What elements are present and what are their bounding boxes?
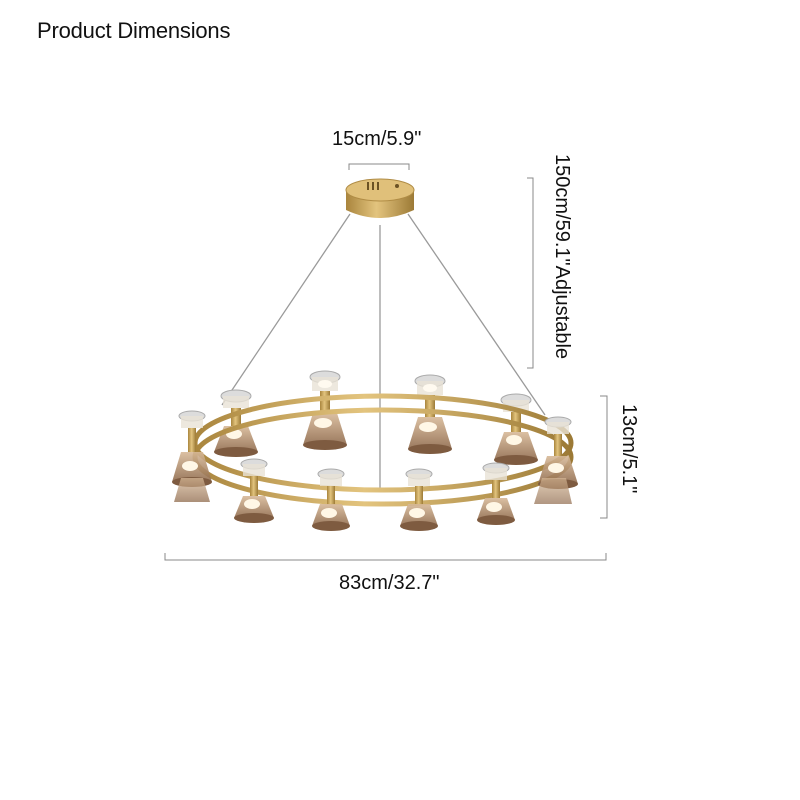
page-title: Product Dimensions: [37, 18, 231, 43]
cord-length-line: [527, 177, 534, 369]
fixture-diameter-label: 83cm/32.7": [339, 572, 440, 594]
canopy-width-line: [348, 163, 410, 170]
back-lamps: [214, 370, 538, 465]
fixture-height-line: [600, 395, 608, 519]
dimension-lines: [164, 163, 608, 561]
fixture-height-label: 13cm/5.1": [618, 404, 640, 494]
diameter-line: [164, 553, 607, 561]
front-lamps: [172, 410, 578, 531]
cord-length-label: 150cm/59.1"Adjustable: [551, 154, 573, 360]
canopy-width-label: 15cm/5.9": [332, 128, 422, 150]
suspension-cables: [221, 213, 546, 490]
canopy: [345, 178, 415, 218]
